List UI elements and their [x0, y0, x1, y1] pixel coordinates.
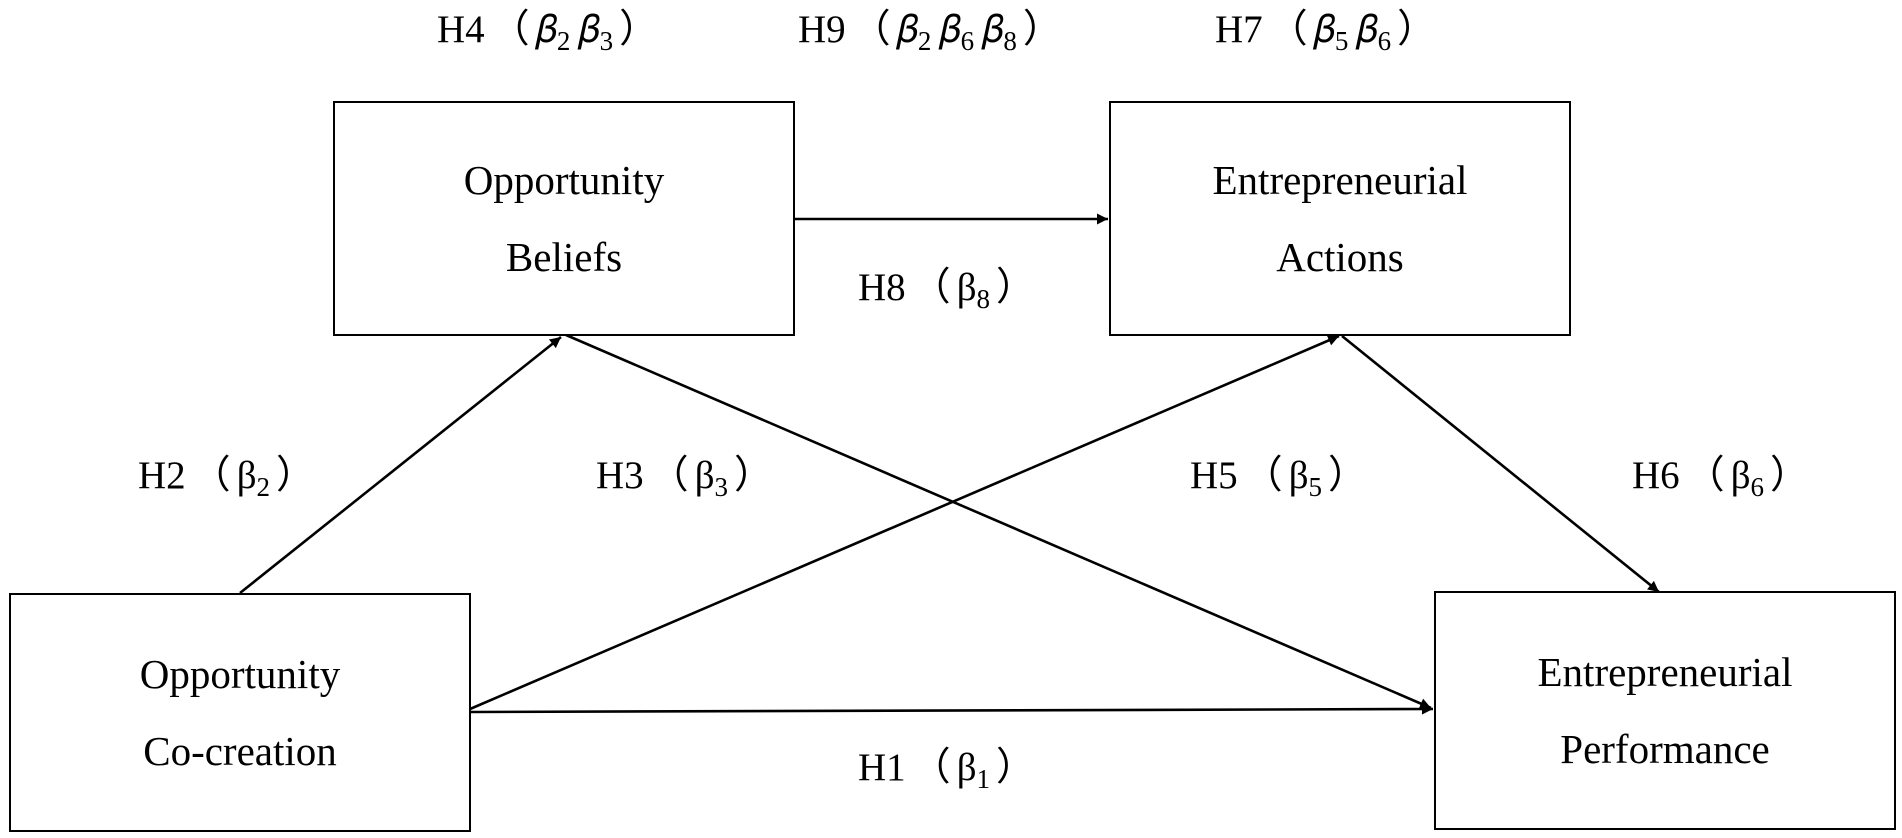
hypothesis-name: H1	[858, 746, 906, 789]
coefficient: 𝛽3	[578, 8, 613, 55]
path-label-h2: H2（β2）	[138, 456, 321, 501]
path-label-h8: H8（β8）	[858, 268, 1041, 313]
hypothesis-name: H9	[798, 8, 846, 51]
node-entrepreneurial-performance-line1: Entrepreneurial	[1537, 648, 1793, 695]
close-paren: ）	[276, 454, 316, 497]
coefficient: β1	[956, 746, 990, 793]
coefficient-symbol: 𝛽	[896, 8, 918, 51]
arrow-h6	[1341, 334, 1660, 594]
coefficient-symbol: 𝛽	[1356, 8, 1378, 51]
coefficient-subscript: 5	[1334, 26, 1349, 57]
node-entrepreneurial-performance: Entrepreneurial Performance	[1434, 591, 1896, 830]
open-paren: （	[1685, 454, 1725, 497]
path-label-h1: H1（β1）	[858, 748, 1041, 793]
close-paren: ）	[996, 266, 1036, 309]
hypothesis-name: H4	[437, 8, 485, 51]
coefficient: 𝛽5	[1313, 8, 1349, 55]
coefficient: 𝛽2	[535, 8, 571, 55]
node-opportunity-cocreation: Opportunity Co-creation	[9, 593, 471, 832]
close-paren: ）	[1328, 454, 1368, 497]
open-paren: （	[851, 8, 891, 51]
coefficient-subscript: 5	[1308, 472, 1323, 503]
path-label-h5: H5（β5）	[1190, 456, 1373, 501]
hypothesis-name: H8	[858, 266, 906, 309]
node-entrepreneurial-performance-line2: Performance	[1560, 725, 1770, 772]
hypothesis-name: H7	[1215, 8, 1263, 51]
coefficient-subscript: 6	[1750, 472, 1765, 503]
coefficient-symbol: 𝛽	[1313, 8, 1335, 51]
coefficient-subscript: 2	[256, 472, 271, 503]
path-label-h6: H6（β6）	[1632, 456, 1815, 501]
coefficient-subscript: 3	[714, 472, 729, 503]
open-paren: （	[911, 746, 951, 789]
arrow-h1	[469, 703, 1434, 715]
hypothesis-name: H5	[1190, 454, 1238, 497]
node-opportunity-beliefs-line1: Opportunity	[463, 156, 665, 203]
coefficient-symbol: β	[1288, 454, 1309, 497]
close-paren: ）	[1397, 8, 1437, 51]
coefficient-symbol: β	[956, 266, 977, 309]
close-paren: ）	[1770, 454, 1810, 497]
node-opportunity-cocreation-line2: Co-creation	[143, 727, 337, 774]
coefficient: 𝛽6	[939, 8, 974, 55]
node-entrepreneurial-actions-line2: Actions	[1276, 233, 1404, 280]
coefficient-subscript: 1	[976, 764, 991, 795]
path-label-h3: H3（β3）	[596, 456, 779, 501]
coefficient-symbol: 𝛽	[982, 8, 1004, 51]
coefficient: β3	[694, 454, 728, 501]
close-paren: ）	[734, 454, 774, 497]
coefficient-symbol: β	[1730, 454, 1751, 497]
node-entrepreneurial-actions-line1: Entrepreneurial	[1212, 156, 1468, 203]
coefficient-subscript: 6	[1377, 26, 1392, 57]
open-paren: （	[649, 454, 689, 497]
open-paren: （	[911, 266, 951, 309]
open-paren: （	[1268, 8, 1308, 51]
hypothesis-name: H3	[596, 454, 644, 497]
hypothesis-name: H2	[138, 454, 186, 497]
coefficient-subscript: 6	[960, 26, 975, 57]
node-entrepreneurial-actions: Entrepreneurial Actions	[1109, 101, 1571, 336]
close-paren: ）	[1022, 8, 1062, 51]
coefficient: β6	[1730, 454, 1764, 501]
coefficient-subscript: 8	[976, 284, 991, 315]
coefficient-symbol: β	[956, 746, 977, 789]
coefficient: 𝛽6	[1356, 8, 1391, 55]
arrow-h5	[469, 334, 1340, 711]
coefficient-symbol: β	[694, 454, 715, 497]
hypothesis-name: H6	[1632, 454, 1680, 497]
coefficient-symbol: 𝛽	[939, 8, 961, 51]
open-paren: （	[191, 454, 231, 497]
coefficient-subscript: 3	[599, 26, 614, 57]
coefficient-symbol: 𝛽	[578, 8, 600, 51]
coefficient: 𝛽8	[982, 8, 1017, 55]
coefficient-subscript: 2	[917, 26, 932, 57]
coefficient: 𝛽2	[896, 8, 932, 55]
node-opportunity-beliefs: Opportunity Beliefs	[333, 101, 795, 336]
coefficient-symbol: 𝛽	[535, 8, 557, 51]
coefficient: β8	[956, 266, 990, 313]
coefficient: β2	[236, 454, 270, 501]
node-opportunity-cocreation-line1: Opportunity	[139, 650, 341, 697]
open-paren: （	[1243, 454, 1283, 497]
arrow-h2	[239, 335, 562, 595]
coefficient-subscript: 8	[1003, 26, 1017, 57]
arrow-h3	[565, 333, 1432, 710]
open-paren: （	[490, 8, 530, 51]
node-opportunity-beliefs-line2: Beliefs	[505, 233, 623, 280]
close-paren: ）	[996, 746, 1036, 789]
coefficient-symbol: β	[236, 454, 257, 497]
coefficient-subscript: 2	[556, 26, 571, 57]
coefficient: β5	[1288, 454, 1322, 501]
close-paren: ）	[619, 8, 659, 51]
